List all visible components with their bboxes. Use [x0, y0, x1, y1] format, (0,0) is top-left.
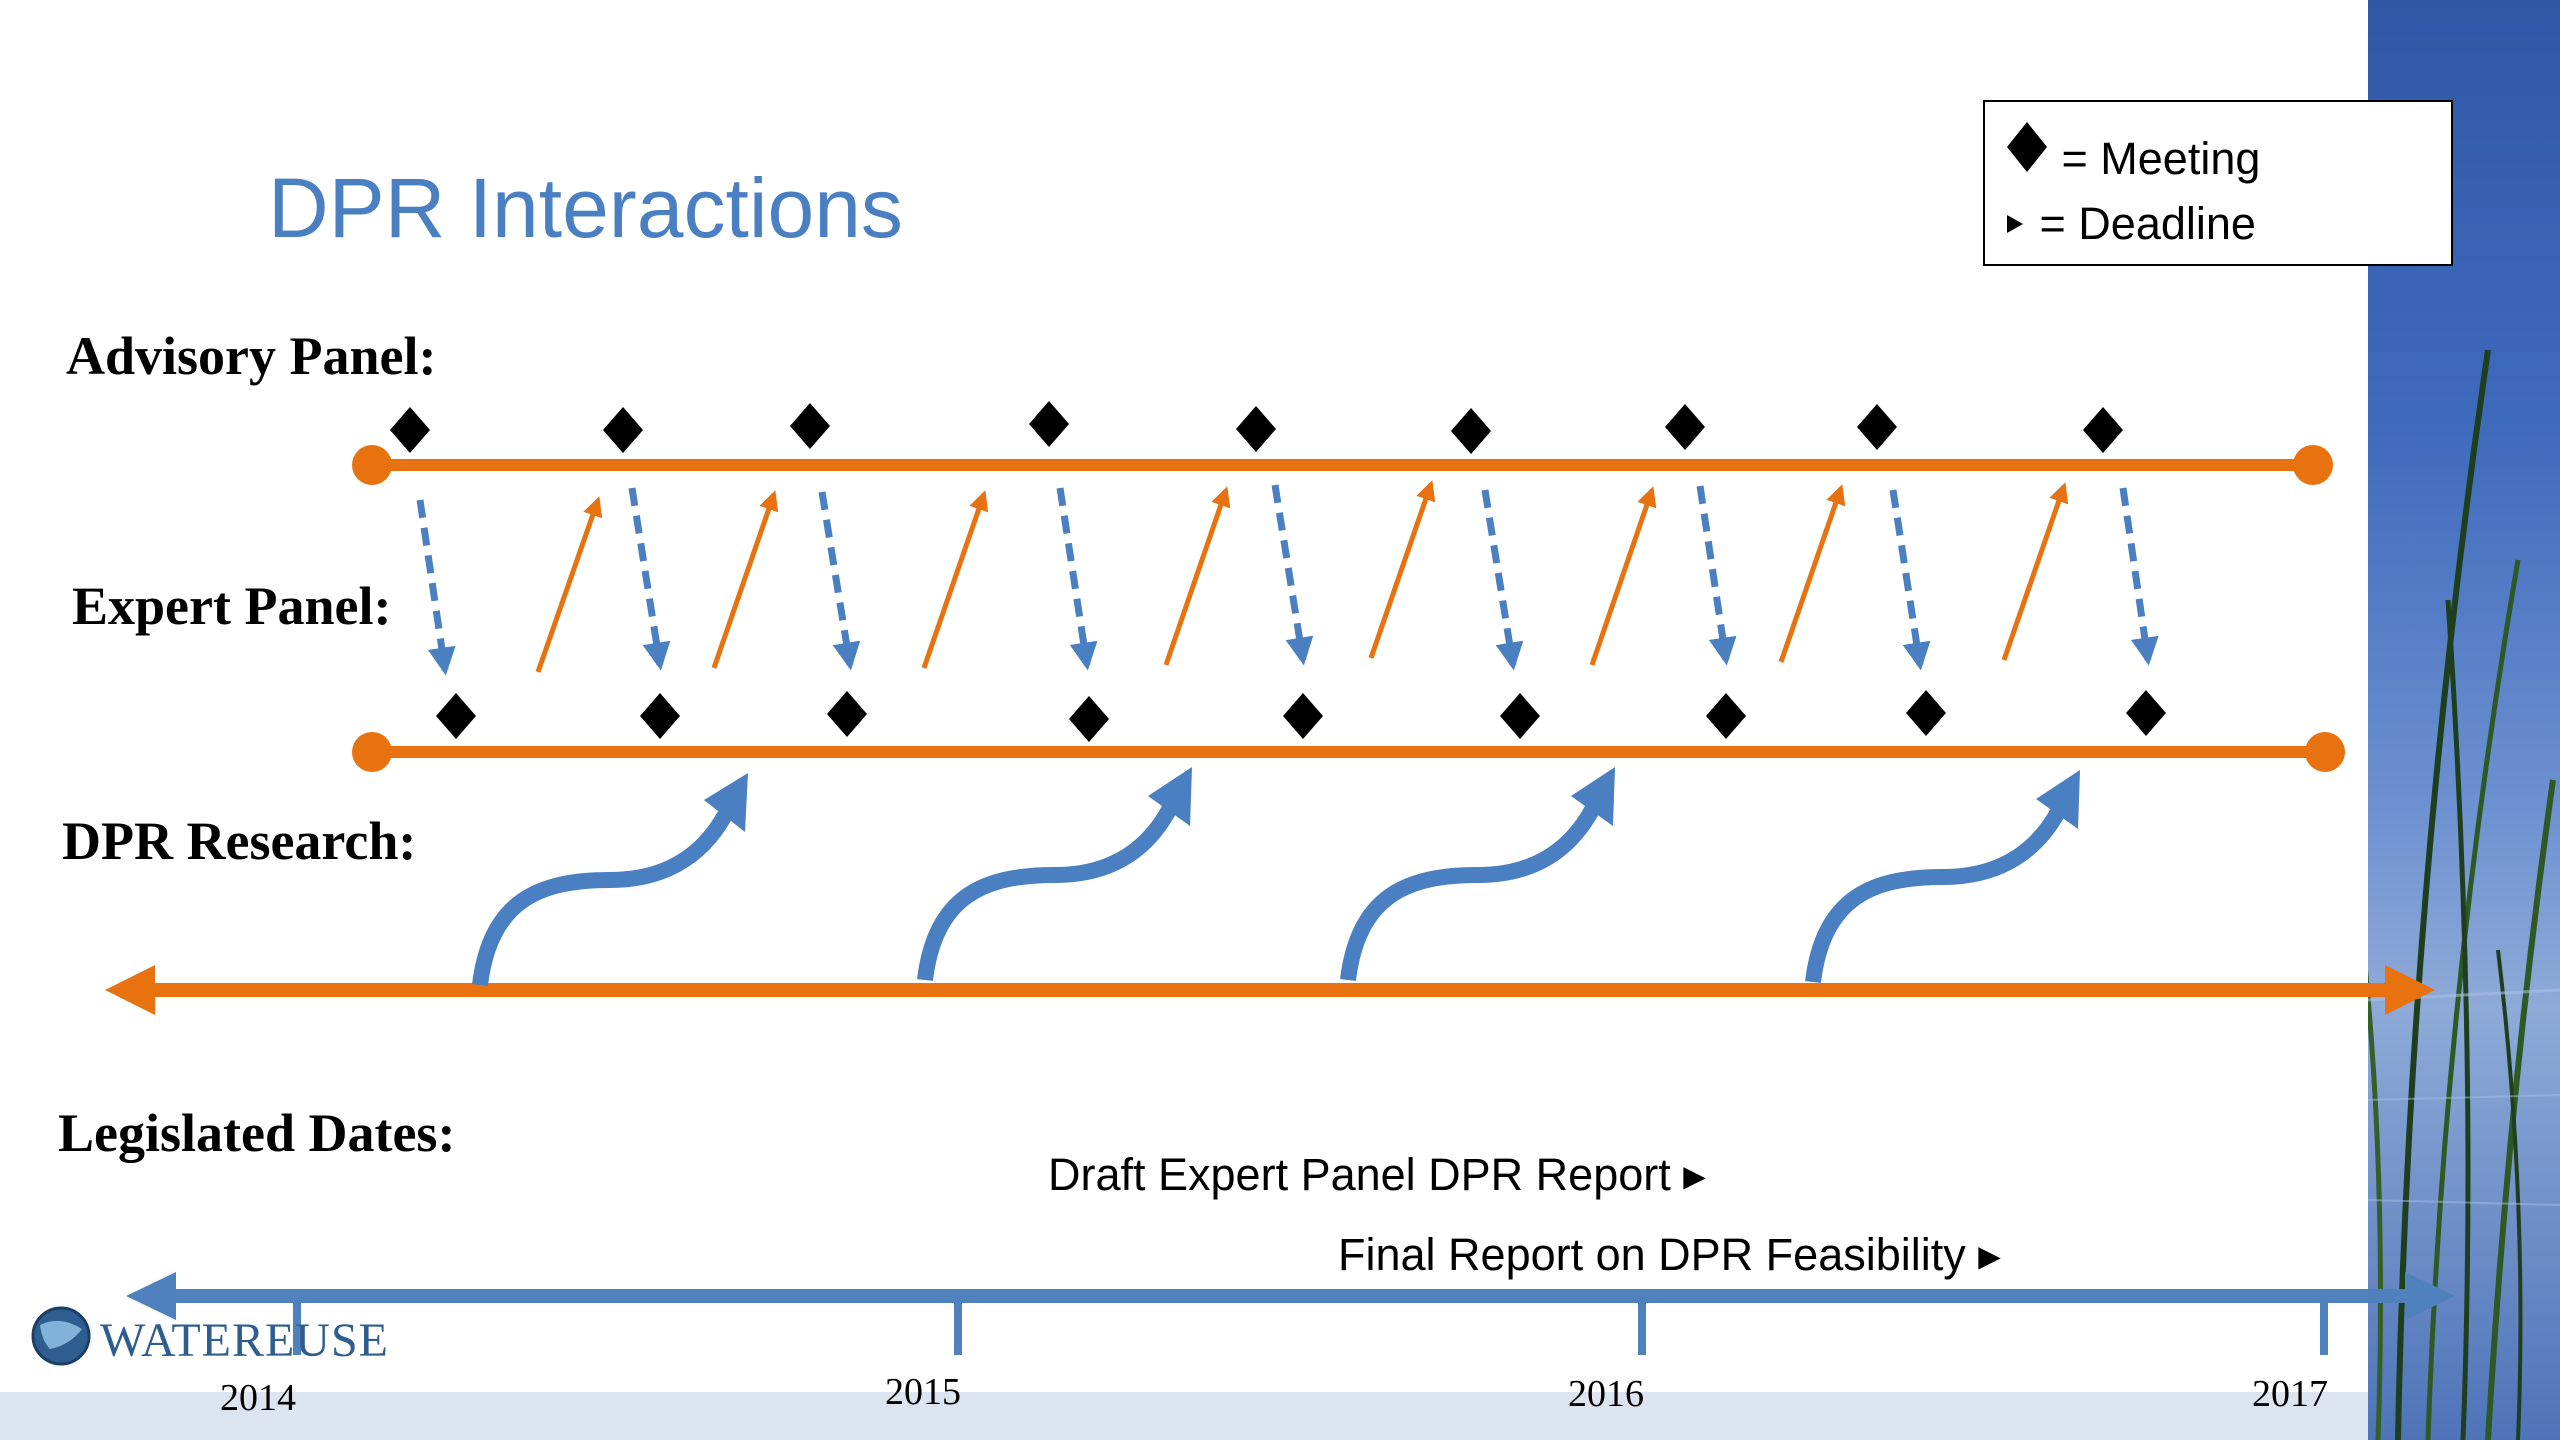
expert-meeting-marker [1906, 690, 1946, 736]
input-arrow [1481, 489, 1524, 671]
expert-to-advisory-arrows [535, 480, 2069, 673]
feedback-arrow [921, 490, 989, 669]
advisory-meetings [390, 401, 2123, 454]
legislated-left-arrowhead [126, 1272, 176, 1320]
expert-meeting-marker [436, 693, 476, 739]
year-ticks [293, 1296, 2328, 1355]
year-label-2016: 2016 [1568, 1373, 1644, 1415]
expert-meeting-marker [2126, 690, 2166, 736]
legislated-dates-label: Legislated Dates: [58, 1103, 456, 1163]
input-arrow [818, 491, 861, 671]
year-label-2017: 2017 [2252, 1373, 2328, 1415]
research-curved-arrows [472, 804, 2065, 986]
feedback-arrow [535, 496, 603, 673]
legend-deadline-label: = Deadline [2039, 198, 2256, 249]
input-arrow [1889, 489, 1931, 671]
legislated-right-arrowhead [2405, 1272, 2455, 1320]
input-arrow [2119, 487, 2159, 666]
expert-meeting-marker [1283, 693, 1323, 739]
year-label-2015: 2015 [885, 1371, 961, 1413]
feedback-arrow [1368, 480, 1436, 659]
research-left-arrowhead [105, 965, 155, 1015]
advisory-meeting-marker [603, 407, 643, 453]
research-arrow [917, 804, 1178, 981]
advisory-meeting-marker [1029, 401, 1069, 447]
advisory-meeting-marker [1451, 408, 1491, 454]
input-arrow [1056, 487, 1098, 671]
expert-start-dot [352, 732, 392, 772]
advisory-meeting-marker [1236, 406, 1276, 452]
input-arrow [1271, 484, 1314, 666]
research-arrowhead [1571, 767, 1615, 826]
feedback-arrow [1163, 486, 1231, 666]
logo-text: WATEREUSE [100, 1314, 389, 1367]
research-arrow [1805, 807, 2065, 983]
reeds-image [2368, 349, 2560, 1440]
deadline-draft-report: Draft Expert Panel DPR Report ▸ [1048, 1149, 1706, 1200]
bottom-band [0, 1392, 2368, 1440]
feedback-arrow [2001, 482, 2069, 661]
diamond-icon [2005, 120, 2049, 185]
expert-meeting-marker [1500, 693, 1540, 739]
expert-end-dot [2305, 732, 2345, 772]
deadline-final-report: Final Report on DPR Feasibility ▸ [1338, 1229, 2001, 1280]
research-arrow [1340, 804, 1601, 981]
research-arrowhead [704, 773, 748, 832]
triangle-right-icon [2005, 198, 2027, 250]
input-arrow [1696, 485, 1737, 666]
expert-panel-label: Expert Panel: [72, 576, 392, 636]
feedback-arrow [1589, 486, 1657, 666]
expert-meeting-marker [1069, 696, 1109, 742]
year-label-2014: 2014 [220, 1377, 296, 1419]
research-arrowhead [1148, 767, 1192, 826]
expert-meeting-marker [640, 693, 680, 739]
research-arrow [472, 810, 732, 986]
advisory-meeting-marker [390, 407, 430, 453]
advisory-start-dot [352, 445, 392, 485]
expert-meeting-marker [1706, 693, 1746, 739]
expert-meeting-marker [827, 691, 867, 737]
advisory-meeting-marker [2083, 407, 2123, 453]
feedback-arrow [711, 490, 779, 669]
research-arrowheads [704, 767, 2080, 832]
advisory-end-dot [2293, 445, 2333, 485]
legend-meeting-label: = Meeting [2061, 133, 2261, 184]
globe-icon [31, 1306, 91, 1366]
advisory-panel-label: Advisory Panel: [66, 326, 437, 386]
legend-deadline: = Deadline [2005, 198, 2256, 250]
advisory-meeting-marker [1857, 404, 1897, 450]
advisory-to-expert-arrows [416, 484, 2159, 676]
legend: = Meeting = Deadline [1983, 100, 2453, 266]
expert-meetings [436, 690, 2166, 742]
input-arrow [416, 499, 456, 676]
advisory-meeting-marker [1665, 404, 1705, 450]
research-arrowhead [2036, 770, 2080, 829]
legend-meeting: = Meeting [2005, 120, 2260, 185]
dpr-research-label: DPR Research: [62, 811, 417, 871]
input-arrow [628, 487, 671, 671]
slide-title: DPR Interactions [268, 161, 903, 255]
advisory-meeting-marker [790, 403, 830, 449]
feedback-arrow [1778, 484, 1846, 663]
research-right-arrowhead [2385, 965, 2435, 1015]
